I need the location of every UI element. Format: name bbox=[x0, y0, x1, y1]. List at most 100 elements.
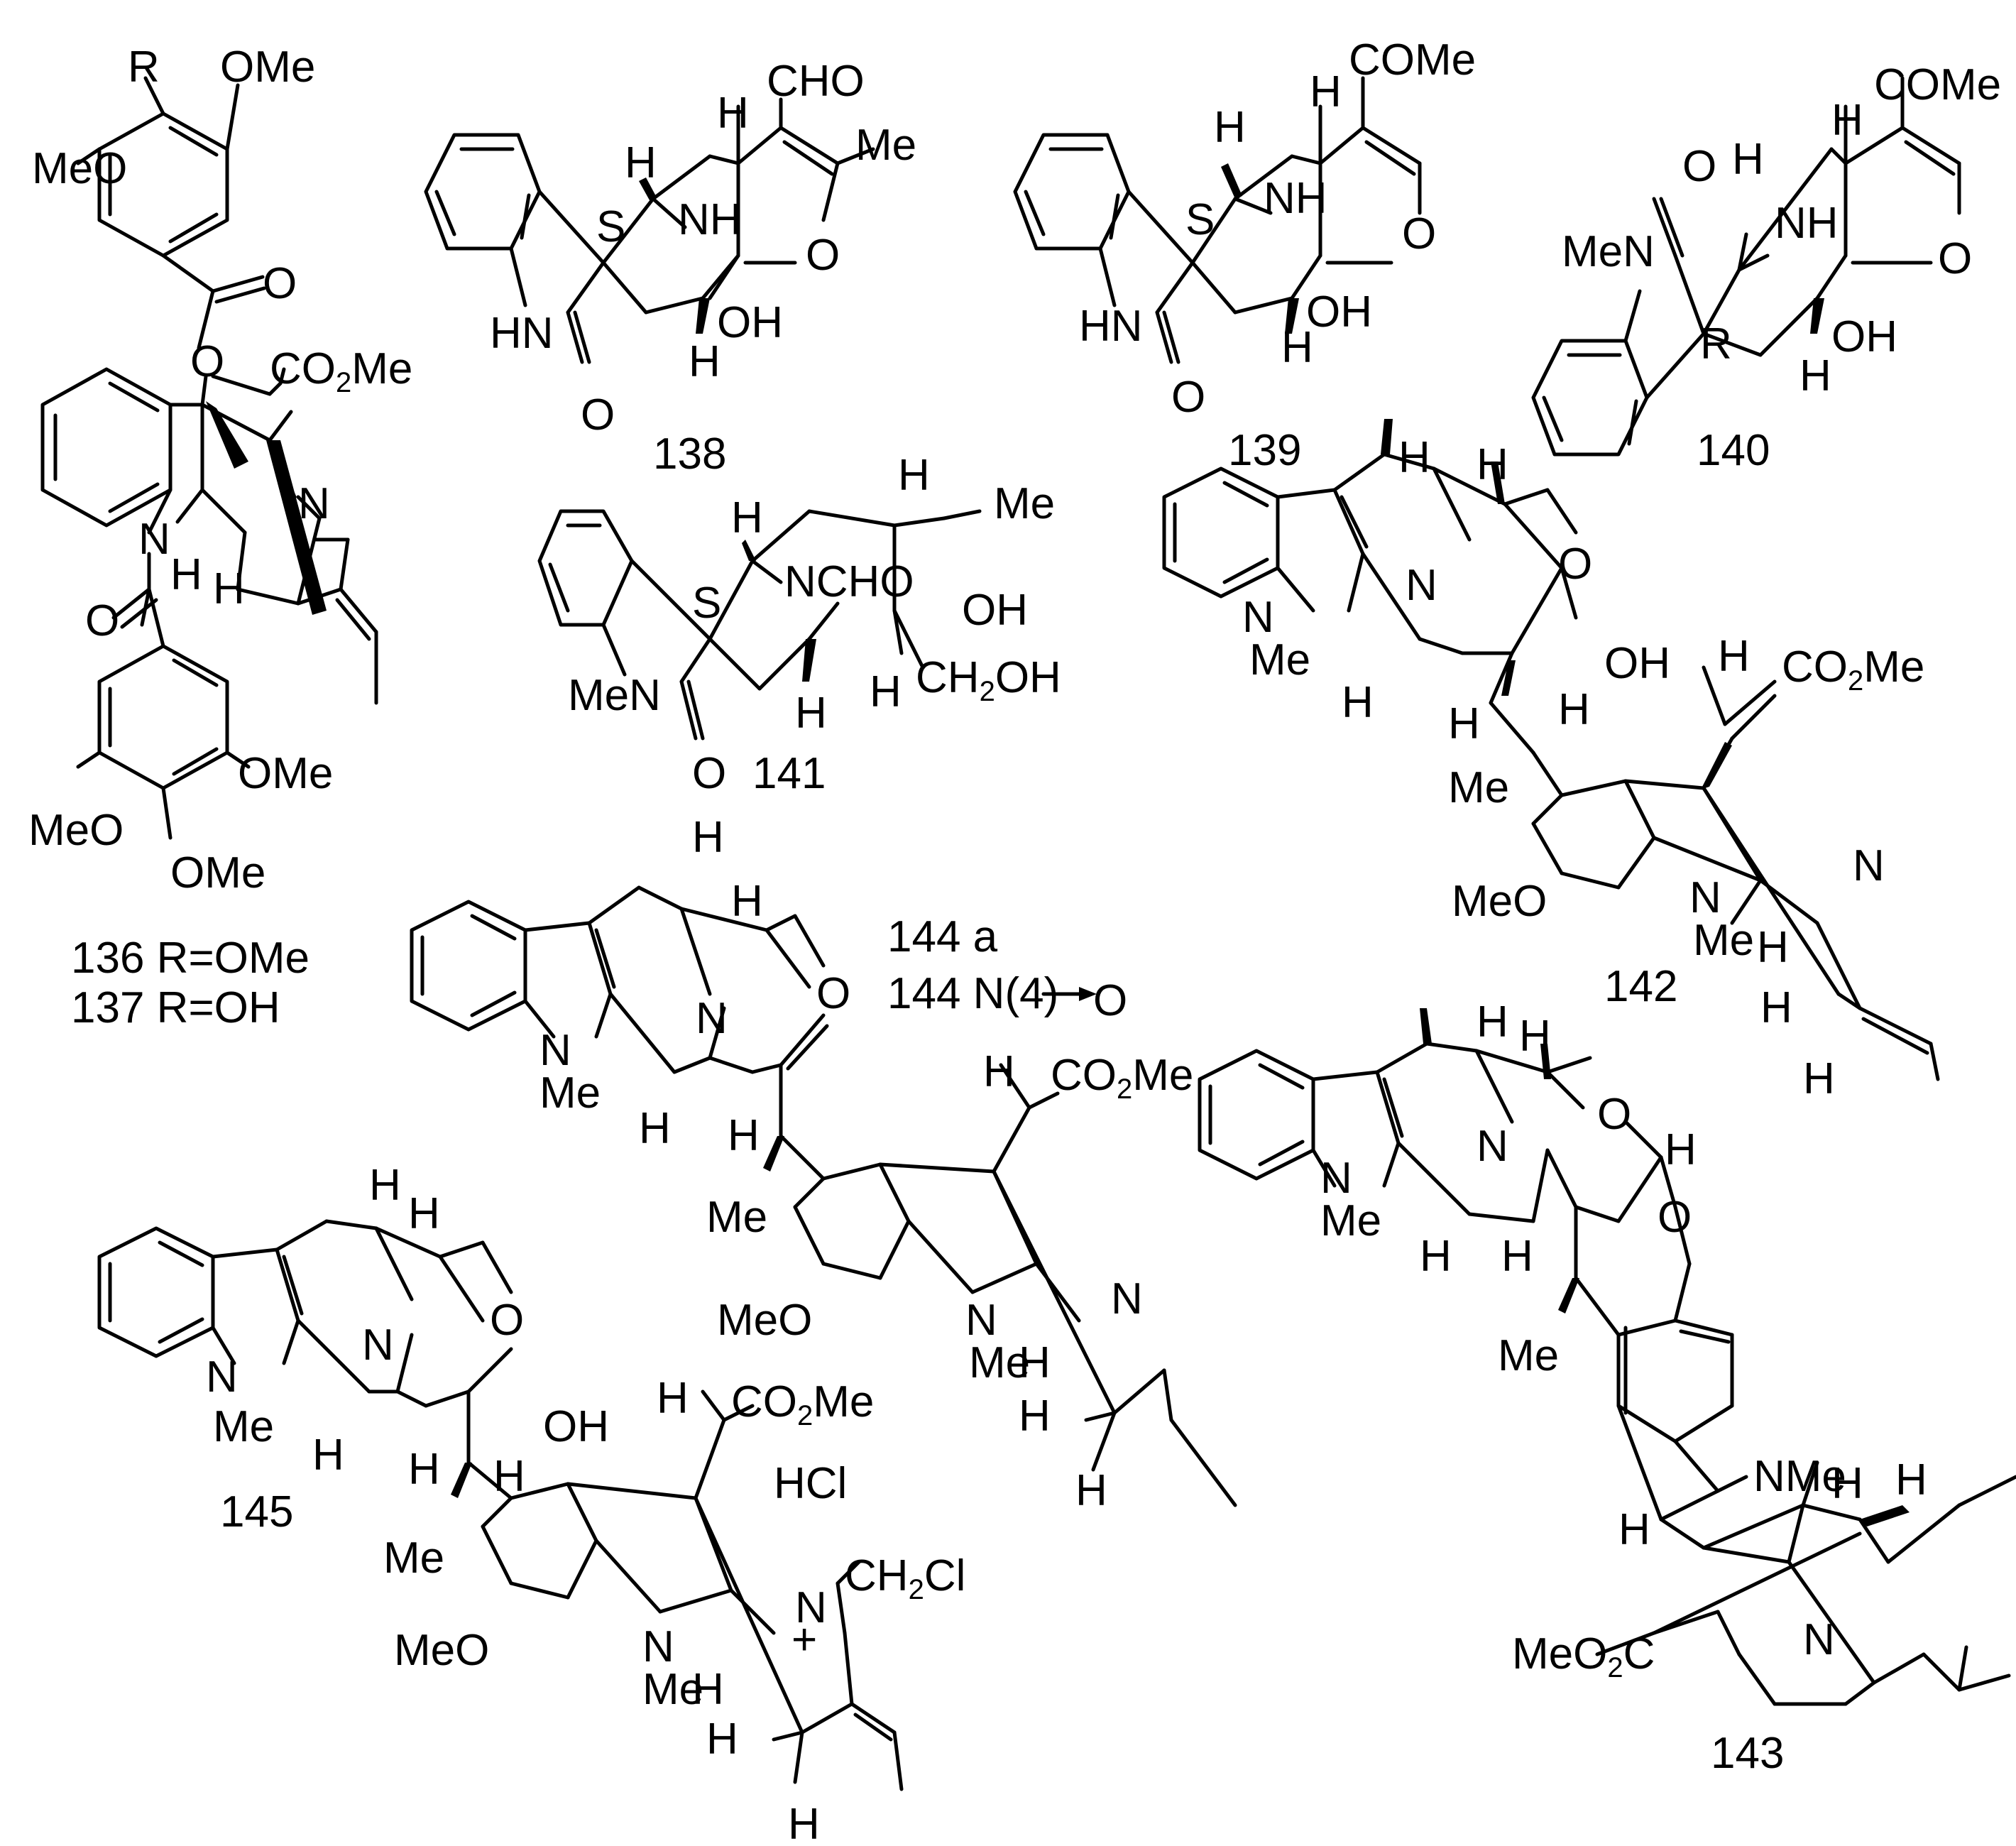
label-H: H bbox=[689, 337, 721, 386]
caption-139: 139 bbox=[1228, 426, 1301, 475]
compound-139 bbox=[1013, 76, 1422, 364]
label-H: H bbox=[1895, 1456, 1927, 1504]
label-Me: Me bbox=[539, 1069, 601, 1118]
label-N: N bbox=[539, 1026, 571, 1075]
label-O: O bbox=[85, 596, 119, 645]
label-H: H bbox=[788, 1800, 820, 1846]
label-HN: HN bbox=[1079, 302, 1143, 351]
label-H: H bbox=[692, 1665, 724, 1714]
label-MeO2C: MeO2C bbox=[1512, 1629, 1655, 1683]
label-H: H bbox=[1718, 632, 1750, 681]
label-H: H bbox=[1281, 323, 1313, 372]
label-H: H bbox=[728, 1111, 760, 1160]
label-N: N bbox=[206, 1353, 238, 1402]
label-NH: NH bbox=[1775, 199, 1839, 248]
label-N: N bbox=[138, 515, 170, 564]
label-H: H bbox=[1214, 103, 1246, 152]
label-H: H bbox=[795, 689, 827, 738]
label-Me: Me bbox=[1693, 916, 1754, 965]
label-Me: Me bbox=[969, 1338, 1030, 1387]
label-H: H bbox=[731, 493, 763, 542]
label-MeN: MeN bbox=[568, 671, 661, 720]
label-O: O bbox=[490, 1296, 524, 1345]
compound-138 bbox=[424, 97, 875, 364]
label-O: O bbox=[1658, 1193, 1692, 1242]
label-O: O bbox=[1938, 234, 1972, 283]
label-OMe: OMe bbox=[170, 848, 265, 897]
label-Me: Me bbox=[213, 1402, 274, 1451]
caption-136: 136 R=OMe bbox=[71, 934, 309, 983]
atom-labels: R OMe MeO O O CO2Me N N H H O OMe MeO OM… bbox=[28, 36, 2001, 1846]
caption-137: 137 R=OH bbox=[71, 983, 280, 1032]
compound-143 bbox=[1198, 1008, 2016, 1706]
label-H: H bbox=[1760, 983, 1792, 1032]
label-Me: Me bbox=[383, 1534, 444, 1583]
label-H: H bbox=[408, 1189, 440, 1238]
label-OH: OH bbox=[1306, 288, 1372, 337]
label-OMe: OMe bbox=[238, 749, 333, 798]
caption-144a: 144 a bbox=[887, 912, 998, 961]
label-H: H bbox=[1799, 351, 1831, 400]
label-S: S bbox=[1185, 195, 1215, 244]
label-CO2Me: CO2Me bbox=[1782, 643, 1924, 697]
label-NCHO: NCHO bbox=[784, 557, 914, 606]
label-H: H bbox=[870, 667, 902, 716]
label-NH: NH bbox=[678, 195, 742, 244]
label-CO2Me: CO2Me bbox=[1051, 1051, 1193, 1105]
label-H: H bbox=[731, 877, 763, 926]
label-H: H bbox=[1803, 1054, 1835, 1103]
label-N: N bbox=[1853, 841, 1885, 890]
label-O: O bbox=[816, 969, 850, 1018]
label-MeO: MeO bbox=[394, 1626, 489, 1675]
label-H: H bbox=[1831, 1459, 1863, 1508]
label-COMe: COMe bbox=[1874, 60, 2001, 109]
label-O: O bbox=[692, 749, 726, 798]
label-H: H bbox=[706, 1715, 738, 1764]
label-N: N bbox=[1477, 1122, 1508, 1171]
label-H: H bbox=[1477, 440, 1508, 489]
label-O: O bbox=[1402, 209, 1436, 258]
label-H: H bbox=[1732, 135, 1764, 184]
caption-141: 141 bbox=[752, 749, 826, 798]
label-CO2Me: CO2Me bbox=[270, 344, 412, 398]
label-CH2OH: CH2OH bbox=[916, 653, 1061, 707]
label-H: H bbox=[170, 550, 202, 599]
label-H: H bbox=[898, 451, 930, 500]
caption-140: 140 bbox=[1697, 426, 1770, 475]
label-N: N bbox=[1406, 561, 1437, 610]
label-S: S bbox=[692, 579, 721, 628]
label-O: O bbox=[806, 231, 840, 280]
label-COMe: COMe bbox=[1349, 36, 1476, 84]
label-Me: Me bbox=[994, 479, 1055, 528]
label-Me: Me bbox=[706, 1193, 767, 1242]
label-H: H bbox=[312, 1431, 344, 1480]
label-N-plus: N bbox=[795, 1583, 827, 1632]
label-OH: OH bbox=[717, 298, 783, 347]
label-H: H bbox=[1501, 1232, 1533, 1281]
label-N: N bbox=[965, 1296, 997, 1345]
label-H: H bbox=[408, 1445, 440, 1494]
label-N: N bbox=[298, 479, 330, 528]
label-MeO: MeO bbox=[717, 1296, 812, 1345]
compound-136-137 bbox=[40, 76, 378, 840]
label-O: O bbox=[1682, 142, 1716, 191]
compound-144 bbox=[410, 885, 1237, 1507]
label-O: O bbox=[1558, 540, 1592, 589]
label-CH2Cl: CH2Cl bbox=[845, 1551, 965, 1605]
compound-142 bbox=[1162, 419, 1940, 1081]
label-H: H bbox=[1075, 1466, 1107, 1515]
caption-138: 138 bbox=[653, 430, 726, 479]
label-H: H bbox=[625, 138, 657, 187]
label-N: N bbox=[1803, 1615, 1835, 1664]
label-H: H bbox=[1519, 1012, 1551, 1061]
label-H: H bbox=[1558, 685, 1590, 734]
compound-140 bbox=[1531, 76, 1961, 457]
label-H: H bbox=[1019, 1338, 1051, 1387]
label-O: O bbox=[581, 390, 615, 439]
label-MeO: MeO bbox=[32, 144, 127, 193]
label-H: H bbox=[717, 89, 749, 138]
label-OH: OH bbox=[1604, 639, 1670, 688]
label-H: H bbox=[1665, 1125, 1697, 1174]
label-Me: Me bbox=[855, 121, 916, 170]
caption-142: 142 bbox=[1604, 962, 1677, 1011]
